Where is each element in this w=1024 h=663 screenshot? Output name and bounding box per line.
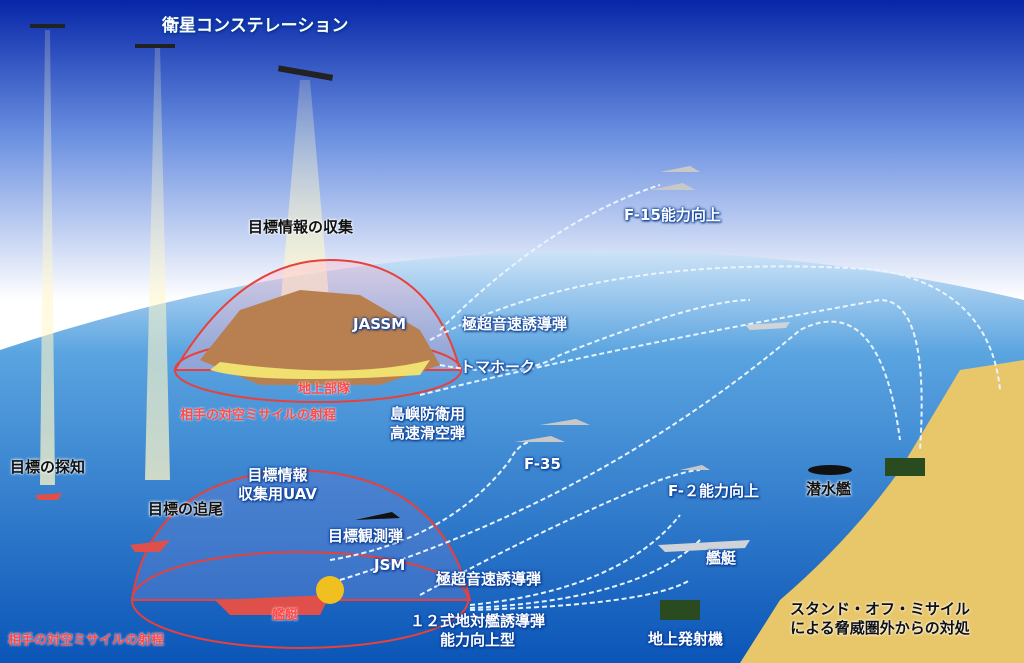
label-track: 目標の追尾 [148, 500, 224, 518]
label-hgv-ground: 極超音速誘導弾 [436, 570, 542, 588]
launcher-icon [885, 458, 925, 476]
label-ship: 艦艇 [706, 549, 737, 567]
label-hgv-air: 極超音速誘導弾 [462, 315, 568, 333]
label-ship-target: 艦艇 [272, 608, 299, 623]
label-f2: F-２能力向上 [668, 482, 760, 500]
label-sam-range-island: 相手の対空ミサイルの射程 [180, 408, 337, 423]
missile-trajectories [329, 184, 1001, 611]
label-submarine: 潜水艦 [806, 480, 852, 498]
diagram-title: 衛星コンステレーション [162, 16, 349, 36]
label-standoff: スタンド・オフ・ミサイルによる脅威圏外からの対処 [790, 600, 971, 637]
submarine-icon [808, 465, 852, 475]
aircraft-icon [355, 166, 710, 520]
label-type12: １２式地対艦誘導弾能力向上型 [410, 612, 546, 649]
label-collect: 目標情報の収集 [248, 218, 354, 236]
ship-icon [658, 540, 750, 552]
label-sam-range-ship: 相手の対空ミサイルの射程 [8, 633, 165, 648]
label-jsm: JSM [374, 556, 406, 574]
label-glide: 島嶼防衛用高速滑空弾 [390, 405, 466, 442]
label-ground-unit: 地上部隊 [298, 382, 351, 397]
label-detect: 目標の探知 [10, 458, 86, 476]
label-jassm: JASSM [353, 315, 407, 333]
satellite-icon [30, 24, 334, 81]
label-launcher: 地上発射機 [648, 630, 724, 648]
label-f15: F-15能力向上 [624, 206, 721, 224]
coastline [740, 360, 1024, 663]
label-observe: 目標観測弾 [328, 527, 404, 545]
label-f35: F-35 [524, 455, 561, 473]
label-tomahawk: トマホーク [460, 358, 536, 376]
label-uav: 目標情報収集用UAV [238, 466, 317, 503]
